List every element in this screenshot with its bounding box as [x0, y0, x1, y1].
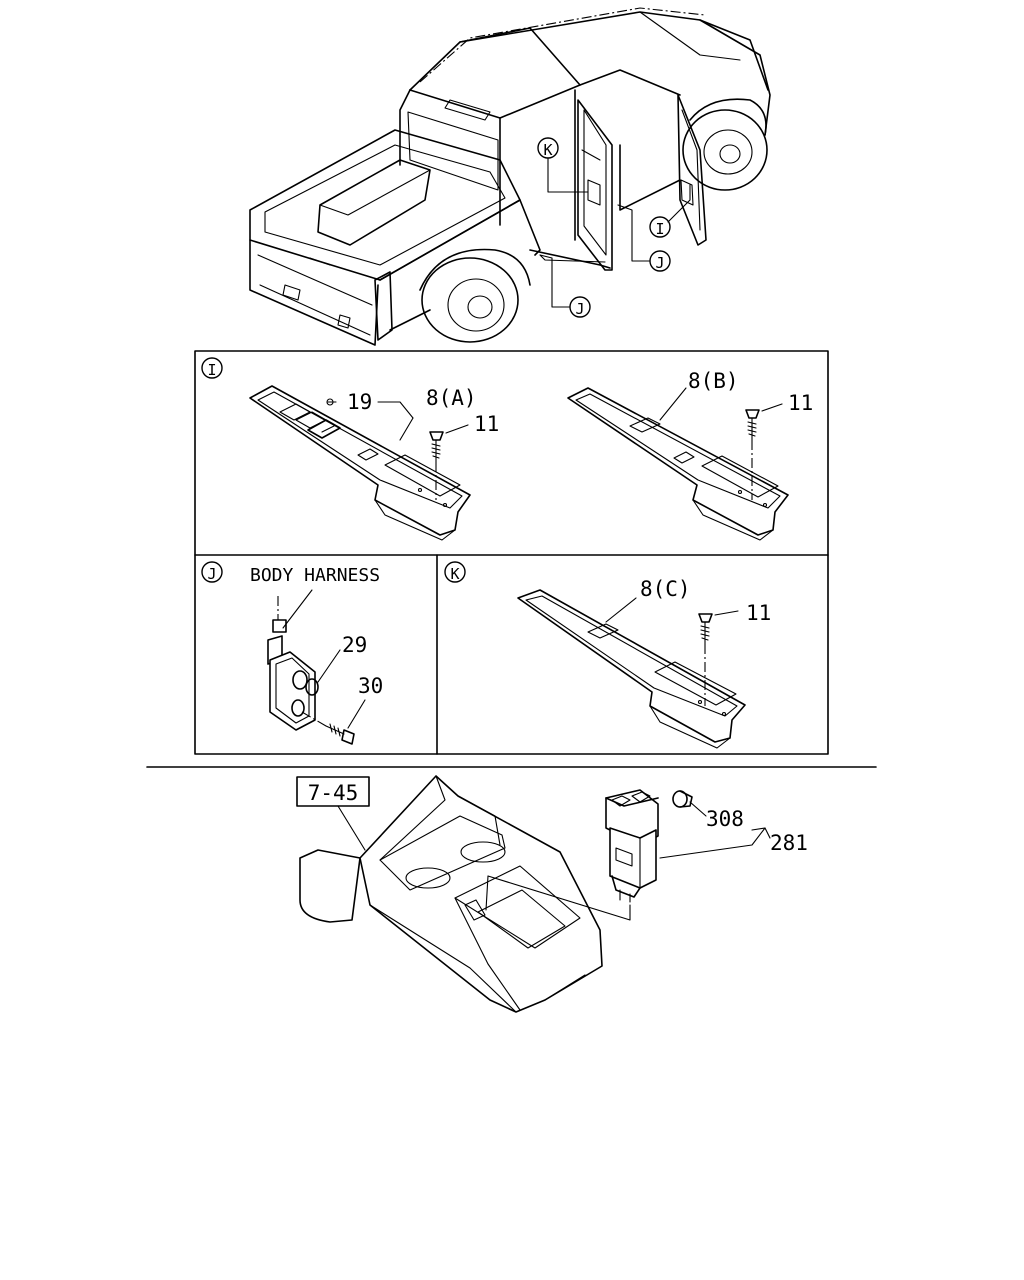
- label-part-8b: 8(B): [688, 369, 739, 393]
- callout-j-rear: J: [575, 300, 584, 318]
- screw-11-panel-i-left: [429, 424, 469, 500]
- screw-11-panel-i-right: [745, 403, 783, 500]
- bulb-308: [672, 790, 707, 817]
- label-body-harness: BODY HARNESS: [250, 565, 380, 586]
- label-screw-11-right: 11: [788, 391, 813, 415]
- trim-panel-8c: [517, 589, 746, 749]
- label-ref-7-45: 7-45: [308, 781, 359, 805]
- label-part-308: 308: [706, 807, 744, 831]
- panel-i: I 19 8(A) 11: [201, 357, 813, 541]
- label-screw-11-left: 11: [474, 412, 499, 436]
- panel-k: K 8(C) 11: [444, 561, 771, 749]
- detail-panels: [194, 350, 829, 755]
- screw-11-panel-k: [698, 610, 739, 706]
- label-part-29: 29: [342, 633, 367, 657]
- label-part-19: 19: [347, 390, 372, 414]
- switch-29: [267, 635, 341, 731]
- label-part-8a: 8(A): [426, 386, 477, 410]
- label-part-281: 281: [770, 831, 808, 855]
- panel-i-tag: I: [207, 361, 216, 379]
- truck-callouts: K I J J: [537, 137, 691, 318]
- panel-j: J BODY HARNESS 29 30: [201, 561, 383, 745]
- panel-k-tag: K: [450, 565, 459, 583]
- callout-i-circle: [649, 216, 671, 238]
- switch-281: [605, 789, 659, 903]
- panel-j-tag: J: [207, 565, 216, 583]
- label-part-30: 30: [358, 674, 383, 698]
- truck-illustration: [249, 7, 771, 346]
- screw-30: [301, 699, 366, 745]
- trim-panel-8b: [567, 387, 789, 541]
- ref-box-7-45: [296, 776, 370, 807]
- console-section: 7-45: [296, 775, 808, 1013]
- label-part-8c: 8(C): [640, 577, 691, 601]
- callout-k: K: [543, 141, 552, 159]
- callout-j-front: J: [655, 254, 664, 272]
- center-console: [299, 775, 603, 1013]
- label-screw-11-k: 11: [746, 601, 771, 625]
- trim-panel-8a: [249, 385, 471, 541]
- callout-i: I: [655, 220, 664, 238]
